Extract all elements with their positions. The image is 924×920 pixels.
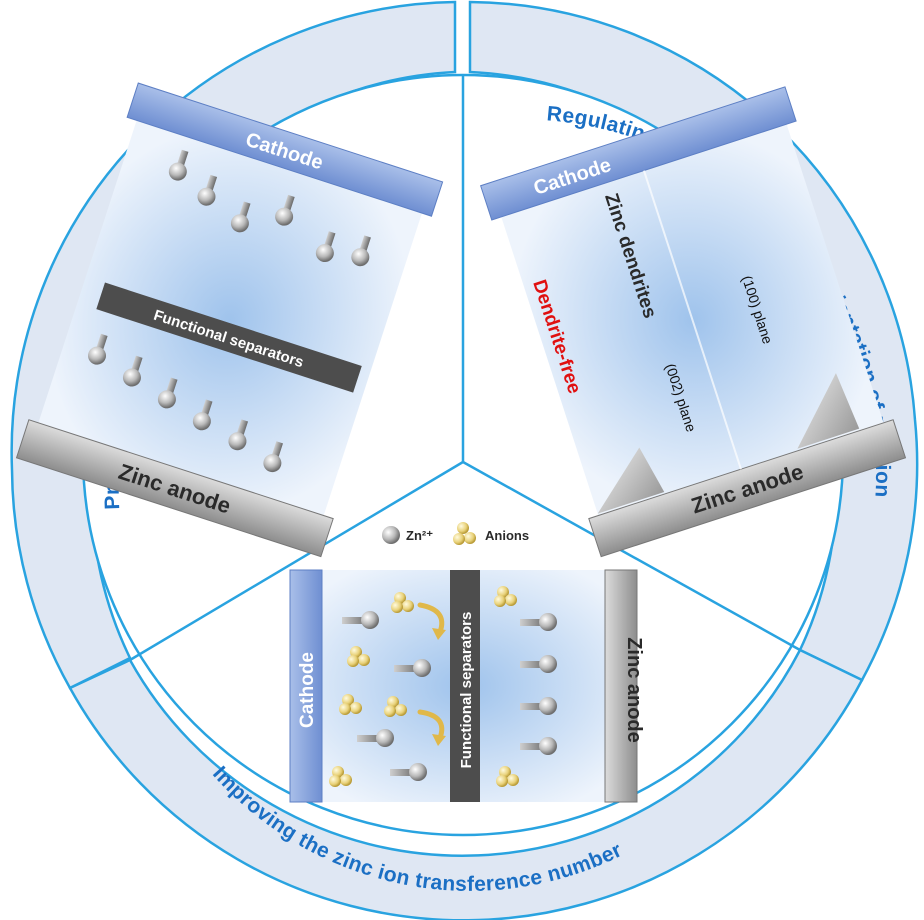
divider-left xyxy=(129,460,464,662)
bottom-separator-label: Functional separators xyxy=(458,612,475,769)
crystal-002 xyxy=(597,447,665,514)
bottom-anode xyxy=(604,569,638,803)
crystal-100 xyxy=(797,373,860,449)
legend-anion-icon xyxy=(453,522,476,545)
rejection-arrow-bottom xyxy=(417,709,445,741)
legend-zn-icon xyxy=(382,526,400,544)
panel-left-bg xyxy=(35,116,424,524)
bottom-zn-ions-left xyxy=(342,611,431,781)
bottom-anions xyxy=(329,586,519,787)
right-region-divider xyxy=(642,170,742,470)
left-anode xyxy=(15,419,334,558)
legend-anions-label: Anions xyxy=(485,528,529,543)
panel-bottom: Zn²⁺ Anions Cathode Functional separator… xyxy=(289,522,645,803)
legend-zn-label: Zn²⁺ xyxy=(406,528,433,543)
legend: Zn²⁺ Anions xyxy=(382,522,529,545)
left-separator xyxy=(96,282,362,393)
bottom-anode-label: Zinc anode xyxy=(623,637,645,743)
bottom-zn-ions-right xyxy=(520,613,557,755)
right-cathode xyxy=(480,86,797,221)
divider-right xyxy=(462,460,801,652)
rejection-arrow-top xyxy=(417,602,445,635)
ring-segment-bottom xyxy=(68,648,864,920)
panel-right: Cathode Zinc anode Zinc dendrites Dendri… xyxy=(480,86,907,558)
panel-left: Cathode Functional separators Zinc anode xyxy=(15,82,444,558)
bottom-separator xyxy=(450,570,480,802)
bottom-cathode-label: Cathode xyxy=(297,652,318,728)
rejection-arrows xyxy=(417,602,446,746)
bottom-cathode xyxy=(289,569,323,803)
left-cathode xyxy=(126,82,444,217)
left-zn-ions-bottom xyxy=(88,333,283,473)
left-zn-ions-top xyxy=(168,149,371,267)
